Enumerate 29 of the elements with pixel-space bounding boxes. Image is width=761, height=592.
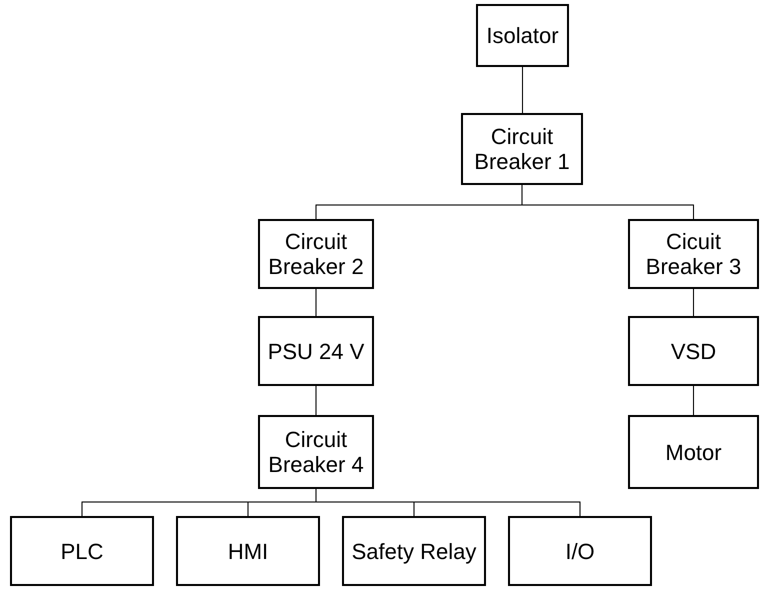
box-label: VSD <box>670 338 716 364</box>
box-label: Isolator <box>486 23 559 48</box>
component-box <box>176 516 320 586</box>
box-label: HMI <box>228 538 268 564</box>
box-label: Safety Relay <box>352 538 476 564</box>
connector-line <box>522 184 694 220</box>
component-box <box>508 516 652 586</box>
box-label: I/O <box>565 538 595 564</box>
component-box <box>628 415 759 489</box>
component-box <box>476 4 569 67</box>
box-label: Circuit Breaker 2 <box>267 229 365 279</box>
box-label: PSU 24 V <box>268 338 364 364</box>
component-box <box>461 113 583 185</box>
component-box <box>628 219 759 289</box>
component-box <box>342 516 486 586</box>
component-box <box>258 415 374 489</box>
connector-line <box>522 66 523 114</box>
box-label: Circuit Breaker 1 <box>473 124 571 174</box>
component-box <box>258 219 374 289</box>
component-box <box>258 316 374 386</box>
box-label: Cicuit Breaker 3 <box>644 229 742 279</box>
connector-line <box>693 288 694 316</box>
box-label: PLC <box>60 538 104 564</box>
connector-line <box>693 386 694 416</box>
component-box <box>628 316 759 386</box>
box-label: Motor <box>665 440 722 464</box>
component-box <box>10 516 154 586</box>
box-label: Circuit Breaker 4 <box>267 427 365 477</box>
connector-line <box>316 488 580 516</box>
